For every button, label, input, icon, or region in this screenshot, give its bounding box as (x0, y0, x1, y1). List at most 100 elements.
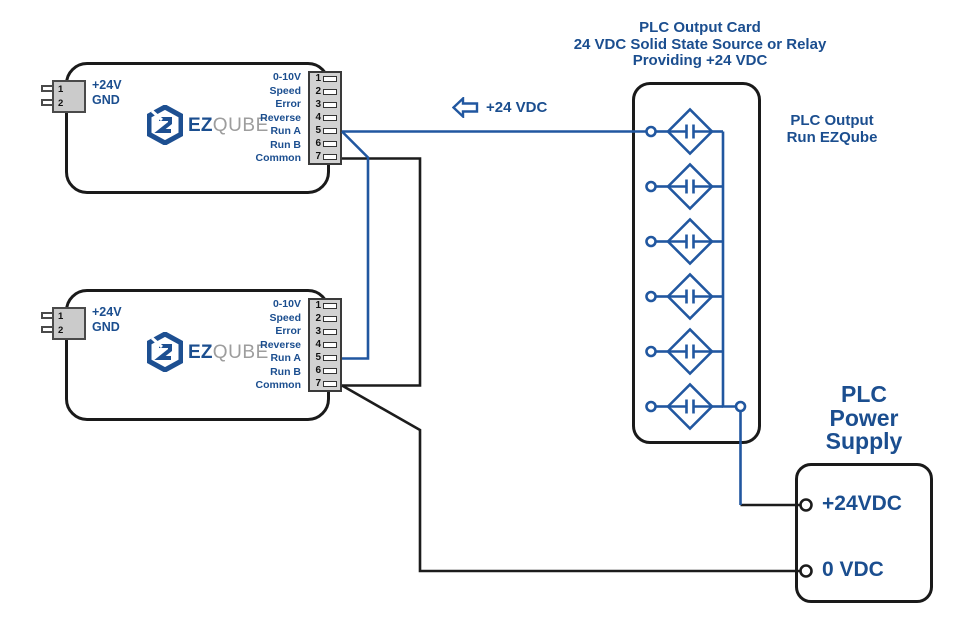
left-arrow-shape (452, 97, 479, 118)
terminal-pin-3: 3 (312, 326, 338, 339)
terminal-pin-5: 5 (312, 124, 338, 137)
terminal-pin-4: 4 (312, 112, 338, 125)
terminal-pin-contact (323, 102, 337, 109)
power-label-24v: +24V (92, 305, 122, 319)
terminal-label-0-10v: 0-10V (272, 71, 301, 84)
terminal-pin-contact (323, 303, 337, 310)
terminal-label-reverse: Reverse (260, 338, 301, 351)
side-label-line2: Run EZQube (786, 129, 878, 146)
terminal-pin-3: 3 (312, 99, 338, 112)
power-pin-stub-2 (41, 99, 54, 106)
terminal-pin-number: 1 (315, 300, 321, 312)
terminal-pin-contact (323, 89, 337, 96)
terminal-pin-number: 7 (315, 150, 321, 162)
terminal-pin-2: 2 (312, 86, 338, 99)
plc-output-card (632, 82, 761, 444)
ezqube-logo: EZQUBE (147, 105, 269, 145)
terminal-pin-2: 2 (312, 313, 338, 326)
terminal-pin-number: 7 (315, 377, 321, 389)
brand-text: EZQUBE (188, 116, 269, 135)
power-pin-stub-1 (41, 312, 54, 319)
wire-common-top-to-bottom (342, 157, 422, 387)
plc-card-title-line3: Providing +24 VDC (632, 52, 768, 69)
brand-qube: QUBE (212, 341, 269, 363)
power-pin-stub-1 (41, 85, 54, 92)
terminal-pin-contact (323, 127, 337, 134)
power-pin-number-2: 2 (58, 98, 64, 109)
terminal-label-0-10v: 0-10V (272, 298, 301, 311)
power-labels: +24V GND (92, 78, 122, 108)
terminal-pin-contact (323, 367, 337, 374)
terminal-pin-1: 1 (312, 300, 338, 313)
power-labels: +24V GND (92, 305, 122, 335)
terminal-label-run-b: Run B (270, 365, 301, 378)
terminal-pin-7: 7 (312, 150, 338, 163)
terminal-pin-number: 4 (315, 339, 321, 350)
cube-hexagon (147, 105, 183, 145)
plc-card-title: PLC Output Card 24 VDC Solid State Sourc… (480, 19, 920, 70)
ezqube-cube-icon (147, 332, 183, 372)
terminal-pin-6: 6 (312, 364, 338, 377)
terminal-label-speed: Speed (269, 311, 301, 324)
terminal-pin-contact (323, 76, 337, 83)
power-label-gnd: GND (92, 93, 120, 107)
terminal-label-run-a: Run A (270, 352, 301, 365)
terminal-pin-contact (323, 342, 337, 348)
terminal-label-run-a: Run A (270, 125, 301, 138)
plc-card-title-line2: 24 VDC Solid State Source or Relay (573, 35, 827, 53)
terminal-label-speed: Speed (269, 84, 301, 97)
cube-glyph (154, 117, 172, 133)
terminal-pin-number: 2 (315, 313, 321, 325)
left-arrow-icon (452, 97, 479, 118)
terminal-pin-contact (323, 380, 337, 387)
terminal-label-error: Error (275, 325, 301, 338)
brand-ez: EZ (188, 341, 213, 363)
cube-hexagon (147, 332, 183, 372)
terminal-pin-contact (323, 329, 337, 336)
brand-ez: EZ (188, 114, 213, 136)
power-supply-terminal-label-24vdc: +24VDC (822, 492, 902, 515)
power-supply-title-line2: Power (829, 404, 899, 431)
wire-label-24vdc: +24 VDC (452, 97, 547, 118)
power-connector: 1 2 (41, 307, 86, 340)
terminal-pin-contact (323, 140, 337, 147)
power-pin-number-1: 1 (58, 84, 64, 95)
terminal-pin-number: 2 (315, 86, 321, 98)
terminal-pin-contact (323, 153, 337, 160)
cube-glyph (154, 344, 172, 360)
power-supply-title: PLC Power Supply (790, 381, 938, 454)
brand-text: EZQUBE (188, 343, 269, 362)
power-supply-title-line1: PLC (841, 381, 887, 407)
side-label-line1: PLC Output (790, 112, 874, 129)
power-pin-stub-2 (41, 326, 54, 333)
terminal-pin-contact (323, 316, 337, 323)
power-label-gnd: GND (92, 320, 120, 334)
terminal-label-error: Error (275, 98, 301, 111)
power-label-24v: +24V (92, 78, 122, 92)
power-pin-number-2: 2 (58, 325, 64, 336)
terminal-label-run-b: Run B (270, 138, 301, 151)
terminal-pin-6: 6 (312, 137, 338, 150)
terminal-label-common: Common (255, 151, 302, 164)
cube-slash (150, 109, 164, 122)
terminal-pin-number: 3 (315, 326, 321, 338)
power-supply-title-line3: Supply (825, 428, 903, 454)
plc-output-side-label: PLC Output Run EZQube (757, 112, 907, 146)
terminal-pin-number: 1 (315, 73, 321, 85)
terminal-pin-1: 1 (312, 73, 338, 86)
power-connector: 1 2 (41, 80, 86, 113)
plc-card-title-line1: PLC Output Card (639, 19, 761, 36)
terminal-pin-7: 7 (312, 377, 338, 390)
ezqube-cube-icon (147, 105, 183, 145)
terminal-pin-number: 5 (315, 351, 321, 363)
wire-label-text: +24 VDC (486, 99, 548, 116)
terminal-pin-contact (323, 115, 337, 121)
terminal-pin-number: 6 (315, 137, 321, 149)
terminal-pin-number: 5 (315, 124, 321, 136)
plc-power-supply (795, 463, 933, 603)
